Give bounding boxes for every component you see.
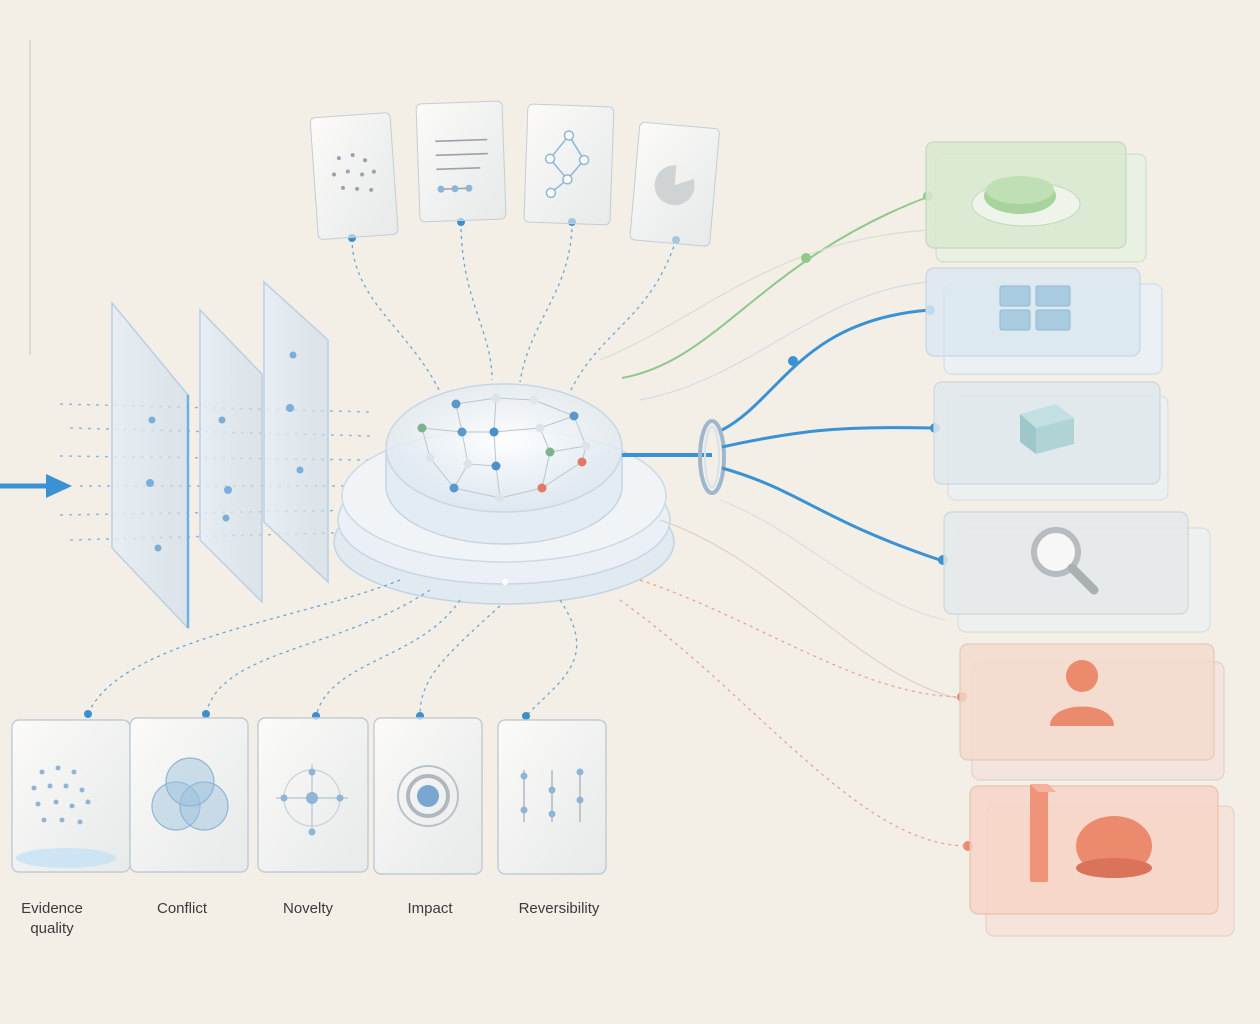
- dot-cluster-icon: [31, 765, 91, 825]
- factor-card-conflict: [129, 717, 249, 873]
- factor-connectors: [87, 579, 578, 717]
- factor-cards: [11, 717, 607, 875]
- factor-label-novelty: Novelty: [282, 900, 334, 917]
- top-cards: [309, 100, 720, 247]
- filter-panel: [111, 300, 189, 630]
- output-card-person-block: [969, 784, 1235, 937]
- factor-label-conflict: Conflict: [156, 900, 208, 917]
- coral-connectors: [619, 579, 969, 847]
- output-card-cube: [933, 381, 1169, 501]
- magnifier-icon: [1031, 527, 1099, 595]
- top-card-pie: [629, 121, 720, 247]
- factor-label-evidence-quality: Evidence quality: [21, 900, 83, 937]
- output-beam: [622, 419, 726, 495]
- central-hub: [333, 383, 675, 605]
- top-card-text: [415, 100, 507, 223]
- factor-card-reversibility: [497, 719, 607, 875]
- hub-top-disc: [385, 383, 623, 513]
- venn-diagram-icon: [151, 757, 229, 831]
- pie-chart-icon: [654, 165, 695, 206]
- node-graph-icon: [544, 130, 590, 199]
- output-card-round-button: [925, 141, 1147, 263]
- person-block-icon: [1030, 784, 1152, 882]
- output-connectors: [599, 195, 966, 701]
- factor-card-novelty: [257, 717, 369, 873]
- top-card-scatter: [309, 112, 399, 240]
- factor-label-reversibility: Reversibility: [518, 900, 600, 917]
- top-connectors: [351, 221, 677, 393]
- person-icon: [1050, 660, 1114, 726]
- filter-panels: [111, 280, 329, 630]
- filter-panel: [199, 308, 263, 604]
- factor-card-impact: [373, 717, 483, 875]
- round-button-icon: [971, 176, 1081, 227]
- cube-icon: [1020, 404, 1074, 454]
- grid-blocks-icon: [999, 285, 1071, 331]
- factor-card-evidence-quality: [11, 719, 131, 873]
- factor-label-impact: Impact: [407, 900, 453, 917]
- input-arrow: [0, 474, 72, 498]
- scatter-dots-icon: [331, 153, 376, 192]
- top-card-graph: [523, 103, 615, 226]
- output-card-grid-blocks: [925, 267, 1163, 375]
- concentric-target-icon: [397, 765, 459, 827]
- filter-panel: [263, 280, 329, 584]
- crosshair-target-icon: [276, 764, 348, 836]
- splitter-ring: [698, 419, 726, 495]
- network-nodes: [417, 393, 591, 503]
- output-card-person: [959, 643, 1225, 781]
- output-cards: [925, 141, 1235, 937]
- output-card-magnifier: [943, 511, 1211, 633]
- hub-glint: [502, 579, 508, 585]
